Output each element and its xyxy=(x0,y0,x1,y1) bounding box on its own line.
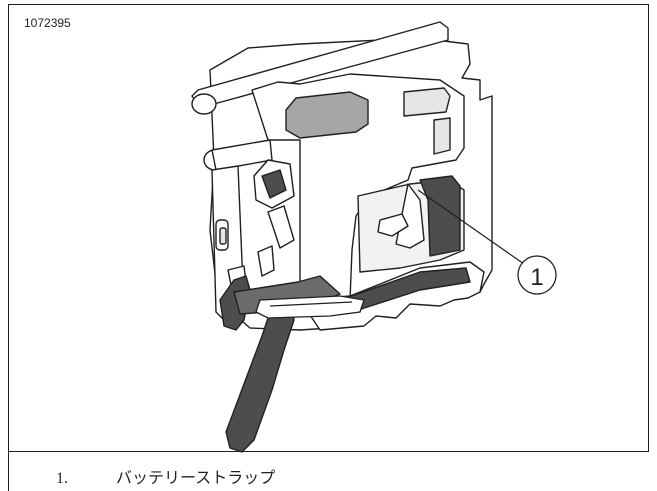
buckle xyxy=(255,295,365,319)
callout-number: 1 xyxy=(530,264,543,291)
legend-number: 1. xyxy=(56,470,68,487)
frame-divider xyxy=(8,450,9,491)
callout-leader xyxy=(417,189,525,265)
legend-label: バッテリーストラップ xyxy=(116,470,276,487)
strap-tail xyxy=(225,303,295,453)
rod-end-upper xyxy=(191,93,217,115)
handle-opening xyxy=(285,91,369,139)
figure-id: 1072395 xyxy=(24,16,71,30)
callout-circle xyxy=(517,255,557,295)
legend-item: 1. バッテリーストラップ xyxy=(56,464,275,488)
